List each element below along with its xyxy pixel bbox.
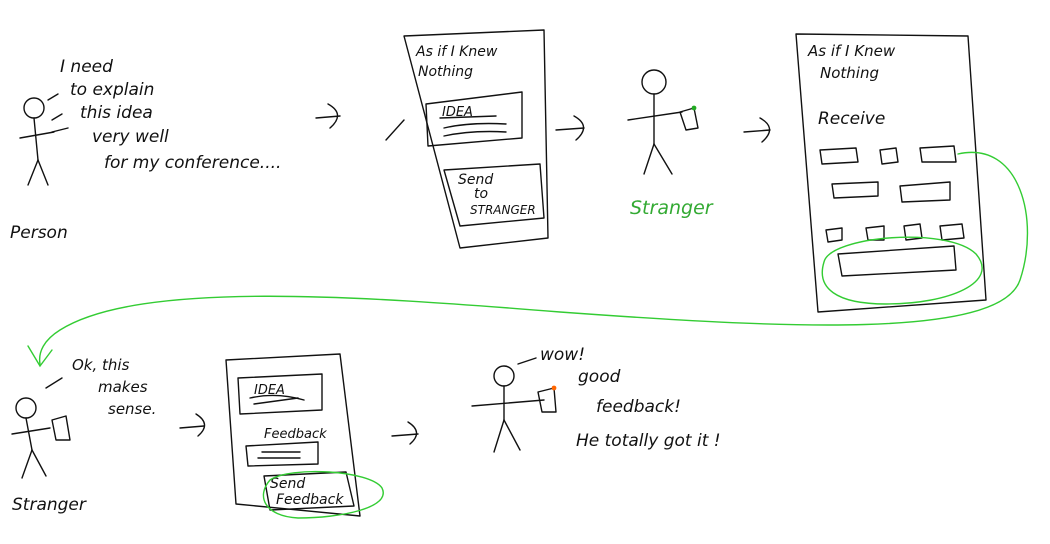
person-speech-line-5: for my conference....: [104, 153, 281, 173]
person-speech-line-3: this idea: [80, 103, 153, 123]
stranger-1-label: Stranger: [630, 197, 714, 219]
phone-2-highlight-circle: [821, 236, 983, 305]
stranger-1-phone-icon: [679, 105, 699, 131]
stranger-2-label: Stranger: [12, 495, 87, 515]
svg-text:Send Feedback: Send Feedback: [270, 476, 344, 508]
phone-2-received-items: [819, 145, 965, 277]
stranger-2-phone-icon: [51, 415, 71, 441]
svg-text:As if I Knew Nothing: As if I Knew Nothing: [415, 44, 502, 80]
send-feedback-line-2: Feedback: [276, 492, 344, 508]
phone-2-title-line-2: Nothing: [820, 64, 879, 82]
person-2-figure: [471, 365, 545, 453]
svg-text:I need to explain this: I need to explain this idea very well fo…: [60, 57, 281, 173]
person-2-speech-line-4: He totally got it !: [576, 431, 721, 451]
phone-1-frame: [385, 29, 549, 249]
phone-1-title-line-2: Nothing: [418, 64, 473, 80]
arrow-3: [743, 117, 771, 143]
phone-2-receive-label: Receive: [818, 109, 885, 129]
phone-1-send-button[interactable]: Send to STRANGER: [443, 163, 545, 227]
arrow-2: [555, 115, 585, 141]
phone-3-idea-card: [237, 373, 323, 415]
person-speech-lines: [47, 93, 69, 133]
stranger-2-figure: [11, 397, 51, 479]
svg-text:As if I Knew Nothing: As if I Knew Nothing: [807, 42, 900, 82]
phone-2-title-line-1: As if I Knew: [807, 42, 896, 60]
svg-text:Ok, this makes sense.: Ok, this makes sense.: [72, 356, 156, 418]
person-label: Person: [10, 223, 68, 243]
phone-3-feedback-label: Feedback: [264, 427, 327, 442]
phone-3-highlight-circle: [262, 470, 384, 519]
person-speech-line-4: very well: [92, 127, 169, 147]
arrow-5: [391, 421, 419, 445]
send-button-line-3: STRANGER: [470, 203, 536, 217]
phone-1-idea-label: IDEA: [442, 105, 473, 120]
person-2-speech-line-3: feedback!: [596, 397, 681, 417]
svg-text:wow! good feedback!: wow! good feedback! He totally got it !: [540, 345, 721, 451]
phone-1-title-line-1: As if I Knew: [415, 44, 498, 60]
arrow-4: [179, 413, 206, 437]
phone-3-idea-label: IDEA: [254, 383, 285, 398]
person-figure: [19, 97, 55, 186]
stranger-2-speech-line-2: makes: [98, 378, 148, 396]
flow-connector: [38, 151, 1029, 365]
arrow-1: [315, 103, 341, 129]
stranger-2-speech-line-3: sense.: [108, 400, 156, 418]
phone-3-feedback-card: [245, 441, 319, 467]
flow-connector-head: [27, 345, 53, 368]
stranger-1-figure: [627, 69, 683, 175]
svg-text:Send to STRANGER: Send to STRANGER: [458, 172, 536, 217]
person-2-speech-line-1: wow!: [540, 345, 585, 365]
send-button-line-2: to: [474, 186, 488, 202]
person-speech-line-1: I need: [60, 57, 113, 77]
send-button-line-1: Send: [458, 172, 493, 188]
phone-3-send-feedback-button[interactable]: Send Feedback: [263, 471, 355, 511]
phone-3-frame: [225, 353, 361, 517]
send-feedback-line-1: Send: [270, 476, 305, 492]
person-speech-line-2: to explain: [70, 80, 154, 100]
person-2-phone-icon: [537, 385, 557, 413]
phone-1-idea-card: [425, 91, 523, 147]
person-2-speech-line-2: good: [578, 367, 621, 387]
phone-2-frame: [795, 33, 987, 313]
stranger-2-speech-line-1: Ok, this: [72, 356, 130, 374]
